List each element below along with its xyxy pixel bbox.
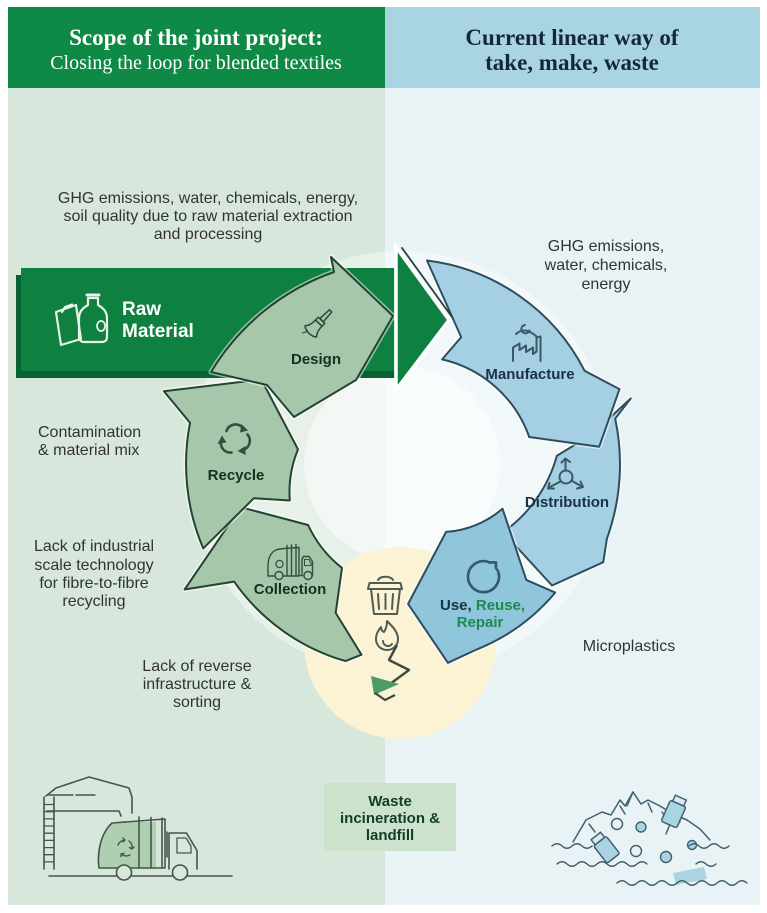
svg-text:Closing the loop for blended t: Closing the loop for blended textiles (50, 52, 342, 74)
svg-text:Repair: Repair (457, 614, 504, 631)
svg-text:and processing: and processing (154, 226, 263, 243)
svg-text:Current linear way of: Current linear way of (465, 25, 678, 50)
svg-text:Raw: Raw (122, 299, 161, 320)
svg-text:landfill: landfill (366, 827, 414, 844)
svg-text:recycling: recycling (62, 593, 125, 610)
svg-text:soil quality due to raw materi: soil quality due to raw material extract… (63, 208, 352, 225)
svg-text:Lack of industrial: Lack of industrial (34, 538, 154, 555)
svg-text:GHG emissions,: GHG emissions, (548, 238, 664, 255)
svg-text:Material: Material (122, 321, 194, 342)
svg-text:Scope of the joint project:: Scope of the joint project: (69, 25, 323, 50)
svg-text:Collection: Collection (254, 581, 327, 598)
svg-text:Microplastics: Microplastics (583, 638, 675, 655)
svg-text:infrastructure &: infrastructure & (143, 676, 252, 693)
svg-text:& material mix: & material mix (38, 442, 139, 459)
svg-text:water, chemicals,: water, chemicals, (544, 257, 668, 274)
svg-text:Design: Design (291, 351, 341, 368)
svg-text:Recycle: Recycle (208, 467, 265, 484)
svg-text:sorting: sorting (173, 694, 221, 711)
svg-text:Use, Reuse,: Use, Reuse, (440, 597, 525, 614)
svg-text:energy: energy (582, 276, 631, 293)
svg-text:Lack of reverse: Lack of reverse (142, 658, 251, 675)
svg-text:Manufacture: Manufacture (485, 366, 574, 383)
svg-text:Distribution: Distribution (525, 494, 609, 511)
svg-text:incineration &: incineration & (340, 810, 440, 827)
svg-text:Waste: Waste (368, 793, 412, 810)
svg-text:Contamination: Contamination (38, 424, 141, 441)
svg-text:GHG emissions, water, chemical: GHG emissions, water, chemicals, energy, (58, 190, 358, 207)
svg-text:scale technology: scale technology (34, 557, 153, 574)
svg-text:take, make, waste: take, make, waste (485, 50, 659, 75)
svg-text:for fibre-to-fibre: for fibre-to-fibre (39, 575, 148, 592)
